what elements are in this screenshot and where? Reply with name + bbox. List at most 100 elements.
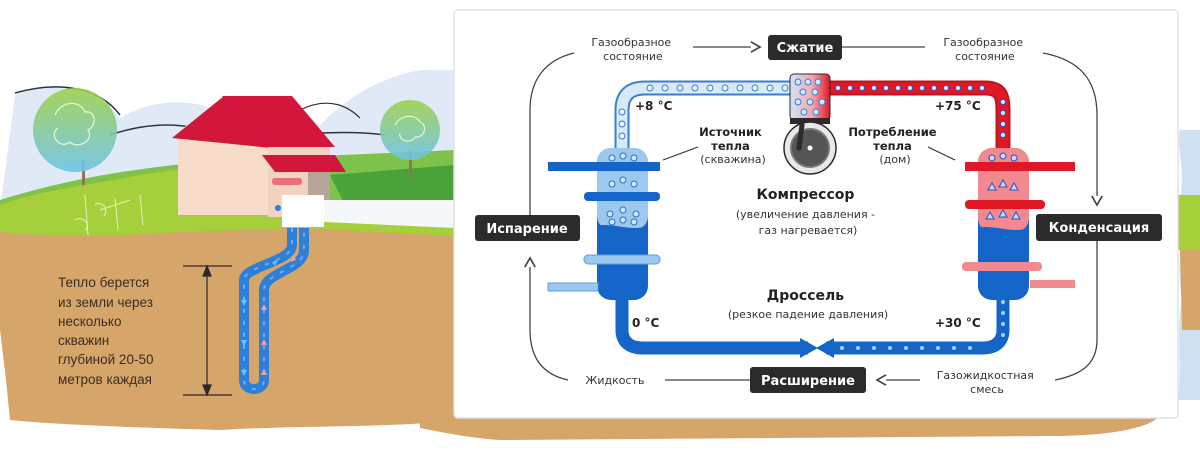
consumer-coil-out (965, 162, 1075, 171)
label-throttle: Дроссель (резкое падение давления) (728, 285, 888, 321)
landscape-illustration: Тепло берется из земли через несколько с… (0, 70, 1200, 440)
ground-caption: Тепло берется из земли через несколько с… (58, 275, 157, 387)
stage-condensation: Конденсация (1036, 214, 1162, 241)
state-mixture: Газожидкостная смесь (937, 369, 1038, 396)
pipe-bubble (618, 132, 626, 140)
pipe-bubble (706, 84, 714, 92)
compressor (783, 73, 837, 175)
temp-evaporator-out: +8 °C (635, 99, 673, 113)
caption-line: из земли через (58, 295, 153, 310)
stage-condensation-label: Конденсация (1049, 221, 1149, 236)
pipe-bubble (906, 84, 914, 92)
pointer-heat-source (662, 146, 699, 161)
temp-throttle-out: 0 °C (632, 316, 660, 330)
pipe-bubble (966, 84, 974, 92)
suction-pipe (614, 80, 790, 150)
refrigeration-cycle-card: Сжатие Испарение Конденсация Расширение … (453, 9, 1179, 419)
pipe-bubble (882, 84, 890, 92)
pipe-bubble (1001, 311, 1005, 315)
source-coil-in (548, 162, 660, 171)
stage-evaporation-label: Испарение (486, 222, 568, 237)
discharge-pipe (830, 80, 1011, 150)
pipe-bubble (920, 346, 924, 350)
label-heat-source: Источник тепла (скважина) (699, 121, 767, 166)
caption-line: метров каждая (58, 372, 152, 387)
pipe-bubble (721, 84, 729, 92)
pipe-bubble (618, 108, 626, 116)
grass-sketch (74, 194, 144, 236)
pipe-bubble (978, 84, 986, 92)
pipe-bubble (661, 84, 669, 92)
pipe-bubble (904, 346, 908, 350)
ground-loop-pipe (239, 228, 309, 394)
condenser-droplets (985, 152, 1021, 220)
pointer-heat-consumer (927, 146, 956, 161)
pipe-bubble (930, 84, 938, 92)
pipe-bubble (999, 109, 1007, 117)
pipe-bubble (1001, 300, 1005, 304)
pipe-bubble (954, 84, 962, 92)
stage-compression: Сжатие (768, 35, 842, 60)
temp-condenser-out: +30 °C (935, 316, 981, 330)
evaporator-bubbles (606, 152, 640, 226)
house (172, 96, 455, 228)
pipe-bubble (894, 84, 902, 92)
caption-line: несколько (58, 314, 121, 329)
pipe-bubble (751, 84, 759, 92)
pipe-bubble (870, 84, 878, 92)
stage-expansion: Расширение (750, 367, 866, 393)
pipe-bubble (736, 84, 744, 92)
throttle-arrow-right (800, 338, 818, 358)
pipe-bubble (999, 131, 1007, 139)
soil-band-bottom (420, 415, 1160, 440)
pipe-bubble (952, 346, 956, 350)
pipe-bubble (781, 84, 789, 92)
caption-line: Тепло берется (58, 275, 149, 290)
pipe-bubble (856, 346, 860, 350)
caption-line: скважин (58, 333, 109, 348)
stage-evaporation: Испарение (475, 215, 580, 241)
pipe-bubble (1001, 333, 1005, 337)
pipe-bubble (846, 84, 854, 92)
pipe-bubble (872, 346, 876, 350)
tree-left (33, 88, 117, 205)
state-liquid: Жидкость (586, 374, 645, 387)
state-gas-right: Газообразное состояние (943, 36, 1026, 63)
hill-line (299, 102, 361, 119)
condenser (962, 148, 1075, 300)
pipe-bubble (888, 346, 892, 350)
depth-dimension (183, 264, 232, 397)
pipe-bubble (968, 346, 972, 350)
right-edge-grass (1178, 195, 1200, 250)
pipe-bubble (691, 84, 699, 92)
consumer-coil-in (1030, 280, 1075, 288)
stage-expansion-label: Расширение (761, 374, 855, 389)
label-heat-consumer: Потребление тепла (дом) (848, 121, 941, 166)
pipe-bubble (918, 84, 926, 92)
pipe-bubble (1001, 322, 1005, 326)
right-edge-soil (1180, 250, 1200, 330)
cycle-flow-lines (524, 41, 1103, 386)
pipe-bubble (766, 84, 774, 92)
liquid-line (615, 295, 1010, 358)
tree-right (380, 100, 440, 180)
stage-compression-label: Сжатие (777, 41, 834, 56)
throttle-arrow-left (816, 338, 834, 358)
state-gas-left: Газообразное состояние (591, 36, 674, 63)
evaporator (547, 148, 661, 300)
source-coil-out (547, 282, 599, 292)
pipe-bubble (999, 120, 1007, 128)
ground-soil (0, 228, 455, 430)
pipe-bubble (618, 120, 626, 128)
pipe-bubble (646, 84, 654, 92)
pipe-bubble (936, 346, 940, 350)
pipe-bubble (999, 98, 1007, 106)
label-compressor: Компрессор (увеличение давления - газ на… (736, 184, 880, 237)
compressor-bubbles (794, 78, 826, 116)
field-stripe (330, 165, 455, 205)
pipe-bubble (676, 84, 684, 92)
pipe-bubble (942, 84, 950, 92)
pipe-bubble (840, 346, 844, 350)
pipe-bubble (858, 84, 866, 92)
